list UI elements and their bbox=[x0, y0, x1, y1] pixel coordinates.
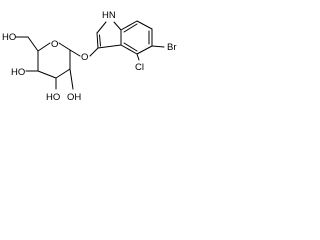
label-ho-c6: HO bbox=[2, 32, 16, 43]
bond-c7a-c7-double bbox=[123, 23, 138, 33]
bond-c3a-c3 bbox=[97, 44, 122, 49]
bond-c7-c6 bbox=[136, 20, 153, 30]
label-ring-oxygen: O bbox=[51, 39, 58, 50]
molecule-structure: HN Br Cl O O HO HO HO OH bbox=[2, 10, 177, 103]
bond-c4-c3a bbox=[120, 44, 138, 55]
bond-c5-br bbox=[151, 45, 165, 48]
bond-c2-c3 bbox=[55, 68, 71, 79]
sugar-substituents bbox=[15, 36, 99, 90]
bond-c5-c6 bbox=[27, 36, 39, 52]
bond-c2-oh bbox=[69, 68, 74, 90]
bond-c3-c2 bbox=[96, 32, 99, 49]
label-ho-c4: HO bbox=[11, 67, 25, 78]
atom-labels: HN Br Cl O O HO HO HO OH bbox=[2, 10, 177, 103]
bond-n1-c7a bbox=[113, 21, 122, 31]
bond-c4-cl bbox=[136, 53, 140, 61]
bond-c4-c3a-double bbox=[123, 42, 138, 52]
bond-ring-o-c1 bbox=[58, 42, 71, 51]
bond-c5-ring-o bbox=[37, 42, 51, 52]
bond-c2-n1 bbox=[96, 21, 107, 34]
bond-c5-c4 bbox=[136, 45, 153, 55]
label-nh: HN bbox=[102, 10, 116, 21]
label-glycosidic-oxygen: O bbox=[81, 52, 88, 63]
structure-diagram: HN Br Cl O O HO HO HO OH bbox=[0, 0, 191, 110]
bond-c3-c2-double bbox=[99, 34, 101, 47]
pyranose-ring bbox=[37, 42, 71, 79]
bond-c7a-c7 bbox=[120, 20, 138, 31]
label-chlorine: Cl bbox=[135, 62, 144, 73]
bond-o-indole-c3 bbox=[89, 47, 99, 57]
label-bromine: Br bbox=[167, 42, 177, 53]
indole-pyrrole-ring bbox=[96, 21, 122, 49]
label-oh-c2: OH bbox=[67, 92, 81, 103]
bond-c1-o-glycosidic bbox=[69, 49, 81, 57]
label-ho-c3: HO bbox=[46, 92, 60, 103]
bond-c3-c4 bbox=[37, 70, 57, 79]
indole-benzene-ring bbox=[120, 20, 165, 61]
